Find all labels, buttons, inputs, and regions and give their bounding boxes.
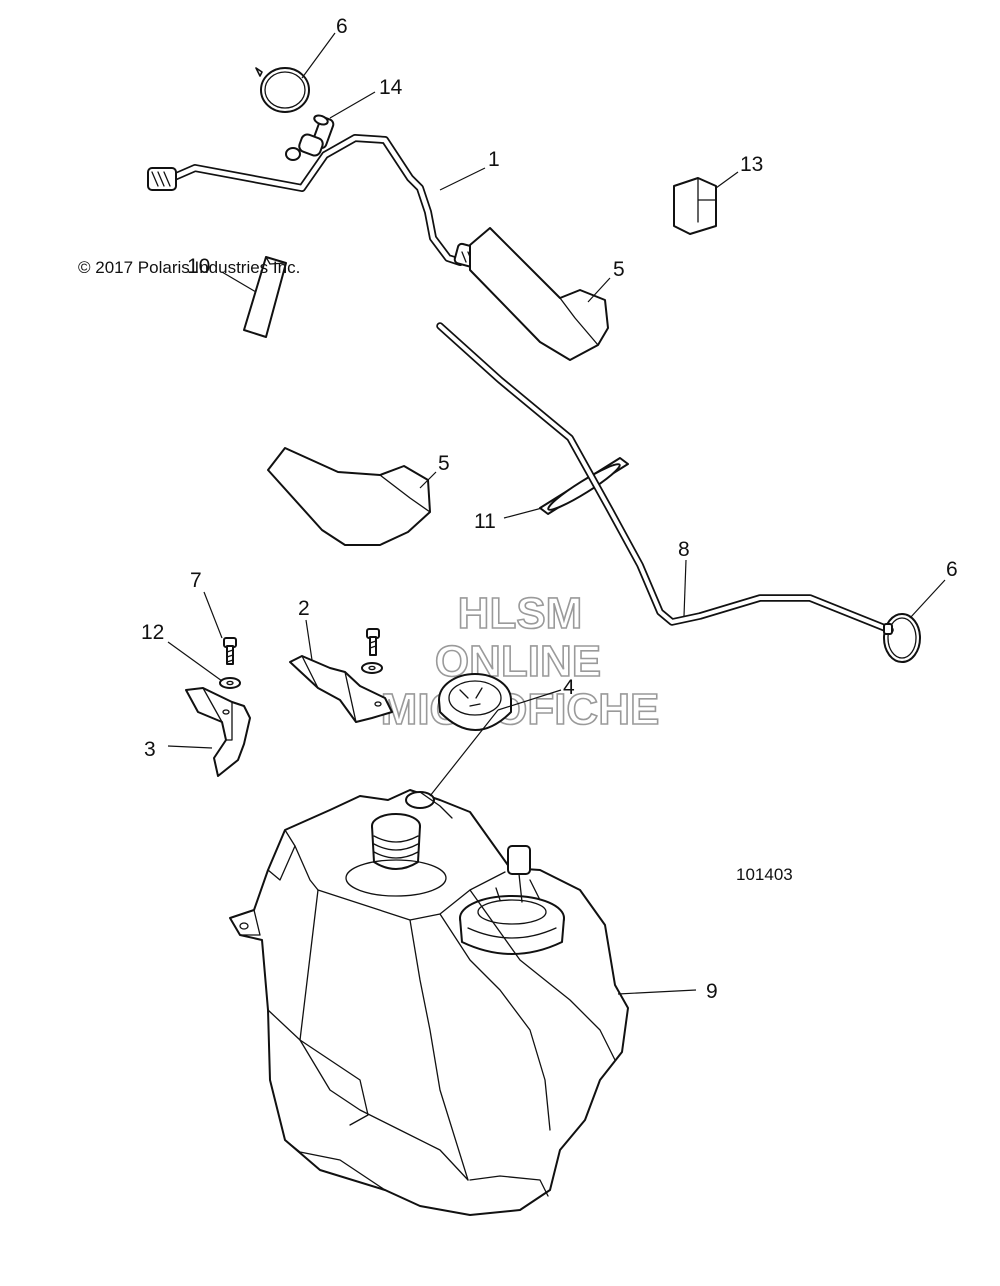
watermark: HLSM ONLINE MICROFICHE — [380, 588, 660, 735]
part-5-foam-lower — [267, 447, 431, 546]
part-12-washer — [219, 662, 383, 689]
drawing-number: 101403 — [736, 865, 793, 884]
callout-9: 9 — [706, 980, 718, 1003]
part-7-bolt — [223, 628, 380, 665]
part-4-fuel-cap — [438, 673, 512, 731]
part-5-foam-upper — [469, 227, 609, 361]
callout-14: 14 — [379, 76, 403, 99]
watermark-line-3: MICROFICHE — [381, 685, 660, 734]
part-6-clamp-right — [883, 613, 921, 663]
callout-4: 4 — [563, 676, 575, 699]
part-14-vent-valve — [285, 114, 335, 161]
callout-2: 2 — [298, 597, 310, 620]
watermark-line-1: HLSM — [458, 589, 583, 638]
copyright-text: © 2017 Polaris Industries Inc. — [78, 258, 300, 277]
part-10-foam-pad — [243, 256, 287, 338]
callout-6-right: 6 — [946, 558, 958, 581]
callout-11: 11 — [474, 510, 496, 533]
callout-1: 1 — [488, 148, 500, 171]
part-13-clip — [673, 177, 717, 235]
part-6-clamp-top — [255, 67, 310, 113]
callouts: 6 14 1 13 10 5 5 11 8 6 7 2 12 4 3 9 — [141, 15, 958, 1003]
part-2-bracket — [289, 655, 393, 723]
callout-13: 13 — [740, 153, 763, 176]
leader-lines — [167, 32, 946, 995]
callout-5-upper: 5 — [613, 258, 625, 281]
part-8-fuel-line — [436, 322, 894, 634]
callout-5-lower: 5 — [438, 452, 450, 475]
callout-8: 8 — [678, 538, 690, 561]
callout-6-top: 6 — [336, 15, 348, 38]
callout-10: 10 — [187, 255, 210, 278]
part-3-bracket — [185, 687, 251, 777]
part-1-fuel-line — [147, 134, 485, 270]
callout-7: 7 — [190, 569, 202, 592]
callout-3: 3 — [144, 738, 156, 761]
callout-12: 12 — [141, 621, 164, 644]
part-9-fuel-tank — [229, 789, 629, 1216]
